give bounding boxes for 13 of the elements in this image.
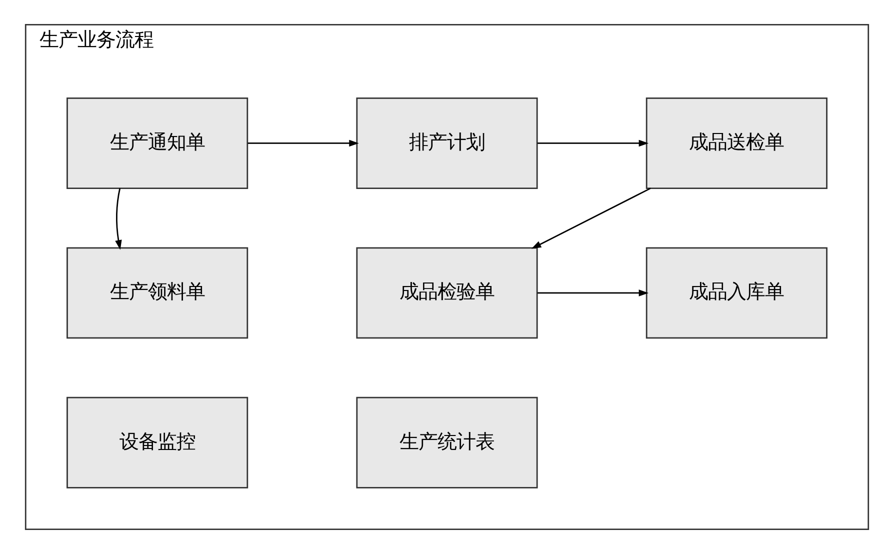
arrow (114, 188, 122, 250)
arrow (537, 140, 648, 147)
arrow (247, 140, 358, 147)
node-box: 排产计划 (356, 98, 538, 189)
node-box: 生产统计表 (356, 396, 538, 488)
node-box: 成品入库单 (645, 247, 827, 339)
arrow (530, 188, 650, 249)
node-box: 生产领料单 (66, 247, 248, 339)
node-box: 成品送检单 (645, 98, 827, 189)
node-box: 成品检验单 (356, 247, 538, 339)
node-box: 生产通知单 (66, 98, 248, 189)
arrow (537, 290, 648, 296)
node-box: 设备监控 (66, 396, 248, 488)
